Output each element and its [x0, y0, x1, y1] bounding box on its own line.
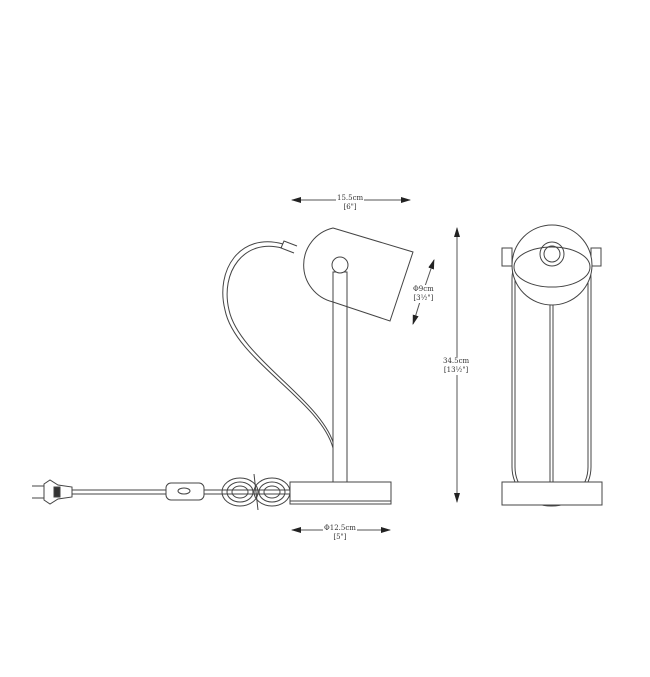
imperial: [13½"]: [443, 366, 469, 374]
pivot-knob: [331, 256, 349, 274]
lamp-shade: [303, 227, 414, 322]
metric: 15.5cm: [337, 194, 364, 202]
front-view: [501, 224, 603, 507]
switch-button: [177, 487, 191, 495]
metric: 34.5cm: [443, 357, 470, 365]
dimension-lines: [291, 197, 460, 533]
front-shade: [511, 224, 593, 306]
shade-width-label: 15.5cm [6"]: [336, 194, 365, 212]
lamp-pole: [332, 271, 348, 483]
metric: Φ12.5cm: [324, 524, 356, 532]
bulb-socket: [539, 241, 565, 267]
cord-assembly: [32, 473, 291, 511]
imperial: [3½"]: [413, 294, 434, 302]
cord-connector: [280, 240, 298, 254]
base-diameter-label: Φ12.5cm [5"]: [323, 524, 357, 542]
shade-diameter-label: Φ9cm [3½"]: [412, 285, 435, 303]
imperial: [5"]: [333, 533, 347, 541]
power-cord-upper: [222, 241, 334, 449]
inline-switch: [165, 482, 205, 501]
coiled-cord: [221, 473, 291, 511]
metric: Φ9cm: [413, 285, 434, 293]
side-view: [222, 227, 414, 505]
height-label: 34.5cm [13½"]: [442, 357, 471, 375]
front-base: [501, 481, 603, 506]
imperial: [6"]: [343, 203, 357, 211]
plug: [32, 479, 73, 505]
